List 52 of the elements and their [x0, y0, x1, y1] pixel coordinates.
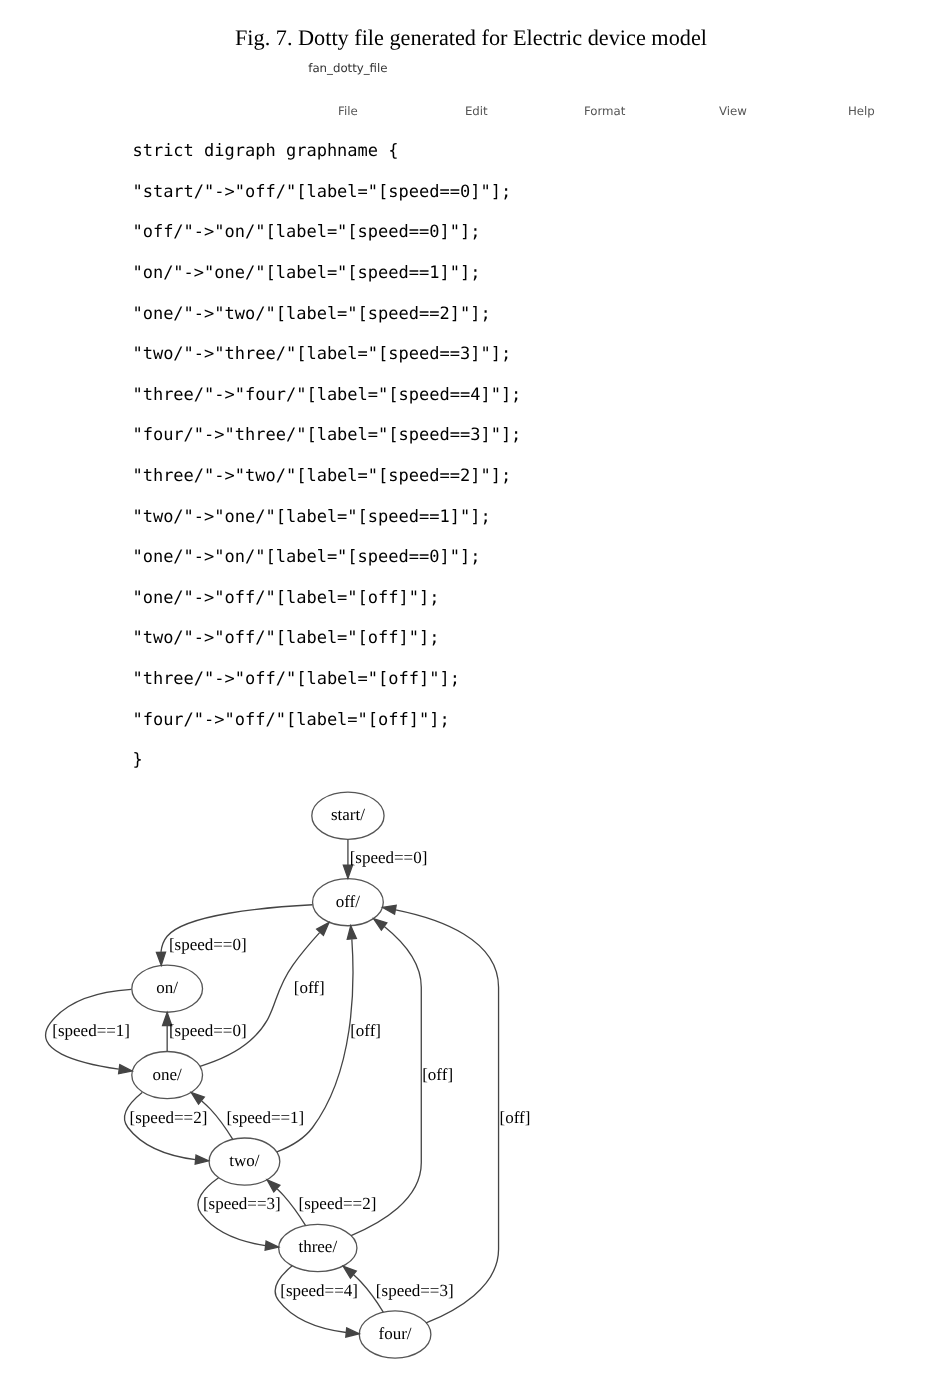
edge-label: [off] [293, 977, 325, 998]
edge-label: [speed==4] [280, 1279, 358, 1300]
label: "one/"->"off/"[label="[off]"]; [132, 588, 440, 609]
label: "one/"->"on/"[label="[speed==0]"]; [132, 548, 481, 569]
node-ellipse: three/ [278, 1223, 358, 1273]
node-ellipse: off/ [311, 877, 384, 927]
node-ellipse: on/ [131, 964, 204, 1013]
arrow [189, 1091, 234, 1140]
arrow [341, 1265, 384, 1313]
label: "one/"->"two/"[label="[speed==2]"]; [132, 304, 491, 325]
edge-label: [off] [422, 1063, 454, 1084]
node-ellipse: four/ [358, 1310, 432, 1359]
label: "two/"->"three/"[label="[speed==3]"]; [132, 345, 512, 366]
caption: Fig. 7. Dotty file generated for Electric device model [234, 27, 708, 52]
edge-label: [speed==0] [349, 847, 428, 868]
arrow [161, 1010, 173, 1052]
label: "four/"->"three/"[label="[speed==3]"]; [132, 426, 522, 447]
label: "three/"->"two/"[label="[speed==2]"]; [132, 466, 512, 487]
arrow [276, 923, 358, 1153]
label: "two/"->"off/"[label="[off]"]; [132, 629, 440, 650]
edge-label: [speed==0] [168, 933, 247, 954]
edge-label: [speed==1] [226, 1106, 305, 1127]
edge-label: [speed==0] [168, 1020, 247, 1041]
label: "two/"->"one/"[label="[speed==1]"]; [132, 507, 491, 528]
label: "start/"->"off/"[label="[speed==0]"]; [132, 182, 512, 203]
arrow [44, 988, 135, 1075]
label: "off/"->"on/"[label="[speed==0]"]; [132, 223, 481, 244]
edge-label: [speed==3] [202, 1193, 281, 1214]
label: } [132, 751, 143, 772]
edge-label: [off] [499, 1106, 531, 1127]
arrow [199, 921, 331, 1067]
arrow [342, 838, 354, 881]
node-ellipse: start/ [311, 791, 385, 840]
edge-label: [speed==1] [52, 1020, 131, 1041]
arrow [155, 904, 314, 968]
label: "four/"->"off/"[label="[off]"]; [132, 710, 450, 731]
arrow [350, 917, 422, 1237]
label: "on/"->"one/"[label="[speed==1]"]; [132, 263, 481, 284]
arrow [274, 1265, 362, 1338]
label: strict digraph graphname { [132, 142, 399, 163]
node-ellipse: two/ [208, 1137, 281, 1186]
node-ellipse: one/ [131, 1050, 204, 1100]
label: "three/"->"off/"[label="[off]"]; [132, 669, 460, 690]
edge-label: [off] [350, 1020, 382, 1041]
arrow [197, 1177, 281, 1252]
label: "three/"->"four/"[label="[speed==4]"]; [132, 385, 522, 406]
edge-label: [speed==2] [298, 1193, 377, 1214]
arrow [265, 1178, 307, 1226]
edge-label: [speed==2] [129, 1106, 208, 1127]
arrow [123, 1091, 211, 1166]
arrow [380, 904, 500, 1324]
edge-label: [speed==3] [375, 1279, 454, 1300]
